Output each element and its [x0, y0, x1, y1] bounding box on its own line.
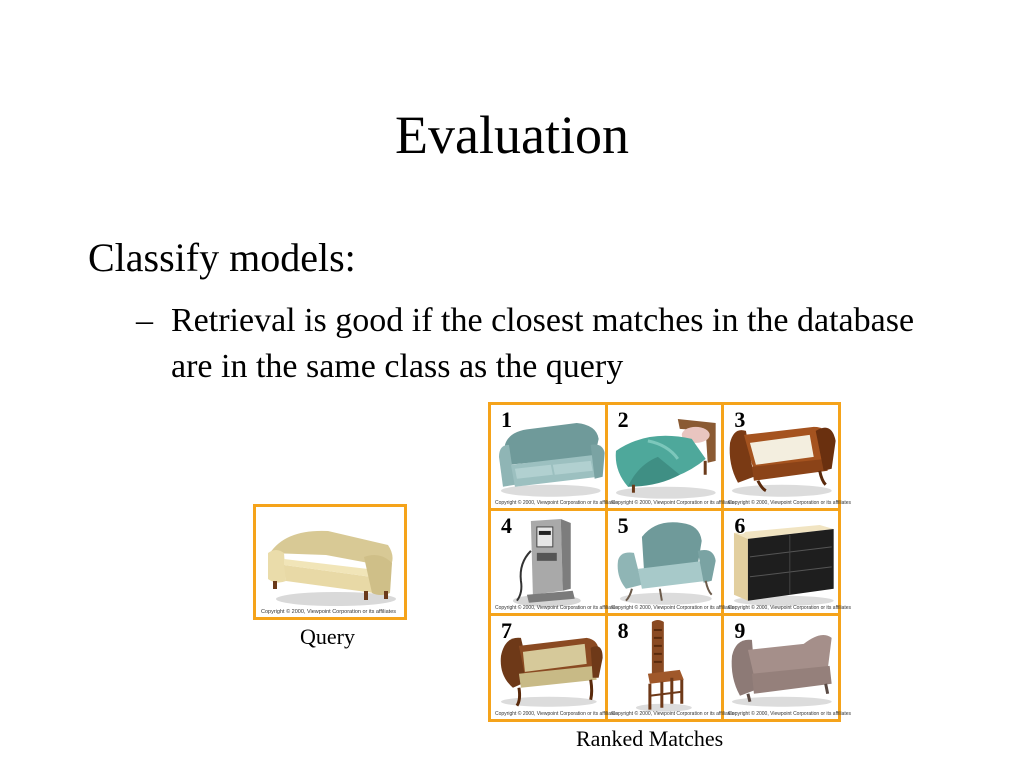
- slide-title: Evaluation: [395, 105, 629, 165]
- match-copyright: Copyright © 2000, Viewpoint Corporation …: [728, 710, 852, 717]
- ranked-matches-grid: 1 Copyright © 2000, Viewpoint Corporatio…: [488, 402, 852, 722]
- match-copyright: Copyright © 2000, Viewpoint Corporation …: [611, 710, 735, 717]
- match-rank: 9: [734, 618, 746, 644]
- match-cell: 9 Copyright © 2000, Viewpoint Corporatio…: [724, 616, 852, 719]
- match-cell: 5 Copyright © 2000, Viewpoint Corporatio…: [607, 510, 735, 614]
- match-image-ladder-chair: [635, 620, 692, 713]
- match-copyright: Copyright © 2000, Viewpoint Corporation …: [495, 499, 618, 506]
- query-caption: Query: [300, 624, 355, 649]
- match-rank: 8: [617, 618, 629, 644]
- match-rank: 1: [501, 407, 512, 432]
- match-cell: 1 Copyright © 2000, Viewpoint Corporatio…: [491, 405, 618, 508]
- match-copyright: Copyright © 2000, Viewpoint Corporation …: [495, 710, 618, 717]
- query-copyright: Copyright © 2000, Viewpoint Corporation …: [261, 609, 397, 615]
- match-cell: 6 Copyright © 2000, Viewpoint Corporatio…: [724, 510, 852, 614]
- sub-bullet-retrieval: Retrieval is good if the closest matches…: [171, 302, 915, 385]
- query-sofa-image: [268, 530, 396, 606]
- match-image-bed: [615, 418, 716, 499]
- match-copyright: Copyright © 2000, Viewpoint Corporation …: [728, 499, 852, 506]
- bullet-classify-models: Classify models:: [88, 235, 356, 280]
- match-cell: 3 Copyright © 2000, Viewpoint Corporatio…: [724, 405, 852, 508]
- match-rank: 6: [734, 512, 746, 538]
- sub-bullet-dash: –: [136, 302, 153, 339]
- match-image-chaise: [731, 635, 832, 708]
- match-rank: 7: [501, 618, 512, 644]
- match-rank: 2: [617, 407, 629, 432]
- match-copyright: Copyright © 2000, Viewpoint Corporation …: [495, 605, 618, 612]
- query-image-frame: Copyright © 2000, Viewpoint Corporation …: [253, 504, 407, 620]
- match-cell: 7 Copyright © 2000, Viewpoint Corporatio…: [491, 616, 618, 719]
- match-copyright: Copyright © 2000, Viewpoint Corporation …: [728, 605, 852, 612]
- match-image-settee: [500, 638, 603, 708]
- match-image-daybed: [729, 426, 836, 497]
- match-image-dresser: [734, 524, 834, 606]
- match-cell: 4 Copyright © 2000, Viewpoint Corporatio…: [491, 510, 618, 614]
- match-copyright: Copyright © 2000, Viewpoint Corporation …: [611, 499, 735, 506]
- match-rank: 3: [734, 407, 746, 432]
- match-image-teal-sofa: [498, 422, 605, 497]
- match-cell: 8 Copyright © 2000, Viewpoint Corporatio…: [607, 616, 735, 719]
- match-copyright: Copyright © 2000, Viewpoint Corporation …: [611, 605, 735, 612]
- match-image-gas-pump: [512, 518, 581, 607]
- match-cell: 2 Copyright © 2000, Viewpoint Corporatio…: [607, 405, 735, 508]
- match-rank: 4: [501, 512, 512, 538]
- match-rank: 5: [617, 512, 629, 538]
- matches-caption: Ranked Matches: [576, 726, 724, 751]
- match-image-armchair: [617, 521, 716, 605]
